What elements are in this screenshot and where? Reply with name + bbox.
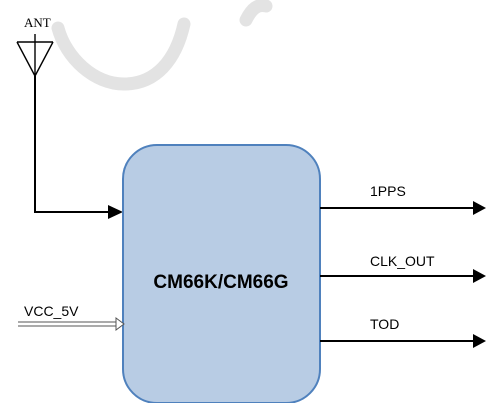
antenna-label: ANT — [24, 15, 51, 30]
output-label-1pps: 1PPS — [370, 183, 406, 199]
power-input-arrowhead — [115, 317, 125, 331]
antenna-icon — [16, 34, 54, 77]
antenna-left-arm — [16, 41, 36, 77]
watermark — [51, 0, 273, 91]
output-label-tod: TOD — [370, 316, 399, 332]
power-input-arrow — [18, 317, 125, 331]
watermark-arc-outer — [51, 17, 191, 91]
watermark-arc-inner — [239, 0, 273, 27]
output-arrowhead-1pps — [473, 201, 486, 215]
antenna-feed-line — [34, 76, 110, 213]
output-label-clk-out: CLK_OUT — [370, 253, 435, 269]
antenna-feed-arrowhead — [108, 205, 123, 219]
power-input-label: VCC_5V — [24, 303, 79, 319]
output-arrowhead-clk-out — [473, 269, 486, 283]
chip-block — [122, 144, 321, 403]
antenna-right-arm — [34, 41, 54, 77]
chip-label: CM66K/CM66G — [153, 272, 288, 293]
output-arrowhead-tod — [473, 334, 486, 348]
